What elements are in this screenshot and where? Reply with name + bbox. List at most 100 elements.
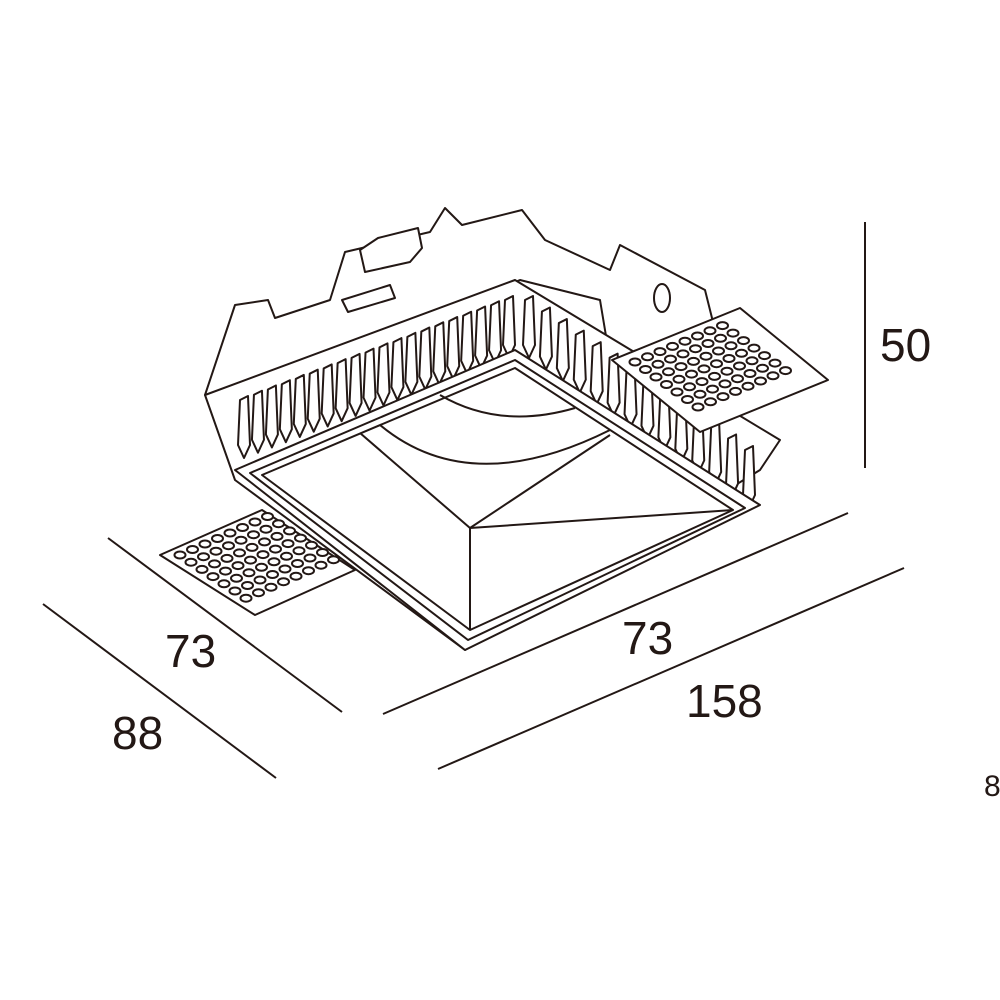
pad-hole <box>264 582 278 592</box>
pad-hole <box>681 395 694 404</box>
pad-hole <box>756 363 769 373</box>
pad-hole <box>695 377 709 387</box>
pad-hole <box>195 564 209 574</box>
pad-hole <box>678 336 692 346</box>
cooling-fin <box>237 395 251 459</box>
pad-hole <box>722 354 736 363</box>
pad-hole <box>248 517 262 527</box>
cooling-fin <box>334 358 349 423</box>
pad-hole <box>718 379 732 389</box>
cooling-fin <box>404 331 419 396</box>
pad-hole <box>303 553 317 563</box>
cooling-fins <box>237 295 756 509</box>
pad-hole <box>228 586 242 596</box>
pad-hole <box>316 548 329 557</box>
pad-hole <box>726 328 740 338</box>
cooling-fin <box>390 337 405 402</box>
left-plaster-pad <box>159 509 356 616</box>
cooling-fin <box>264 384 279 449</box>
pad-hole <box>720 366 734 376</box>
inner-width-label: 73 <box>622 612 673 664</box>
pad-hole <box>670 387 684 397</box>
pad-hole <box>236 523 249 532</box>
cooling-fin <box>320 363 335 428</box>
downlight-housing <box>159 207 829 651</box>
pad-hole <box>220 553 234 563</box>
pad-hole <box>272 519 285 529</box>
pad-hole <box>666 341 679 351</box>
pad-hole <box>314 560 328 570</box>
left-pad-holes <box>173 512 340 603</box>
cooling-fin <box>446 316 461 381</box>
pad-hole <box>241 581 254 590</box>
pad-hole <box>660 380 673 389</box>
pad-hole <box>283 526 296 536</box>
pad-hole <box>206 572 220 582</box>
pad-hole <box>258 537 271 547</box>
pad-hole <box>261 512 274 521</box>
pad-hole <box>687 356 700 366</box>
pad-hole <box>664 354 677 364</box>
pad-hole <box>277 577 290 587</box>
pad-hole <box>639 365 652 374</box>
pad-hole <box>259 524 273 534</box>
pad-hole <box>708 371 721 381</box>
cooling-fin <box>250 389 265 454</box>
pad-hole <box>305 540 318 550</box>
cooling-fin <box>502 295 516 359</box>
cooling-fin <box>348 352 363 417</box>
inner-depth-dimension-line <box>107 537 343 713</box>
pad-hole <box>291 559 304 568</box>
right-plaster-pad <box>611 307 829 433</box>
pad-hole <box>184 557 198 567</box>
pad-hole <box>217 579 231 589</box>
pad-hole <box>252 588 265 598</box>
cooling-fin <box>474 305 489 370</box>
pad-hole <box>714 333 727 343</box>
pad-hole <box>672 374 686 384</box>
pad-hole <box>302 566 315 576</box>
pad-hole <box>247 530 260 540</box>
pad-hole <box>716 321 729 331</box>
lens-curve <box>379 424 611 465</box>
pad-hole <box>267 557 281 567</box>
cooling-fin <box>292 373 307 438</box>
inner-depth-label: 73 <box>165 625 216 677</box>
pad-hole <box>703 326 717 336</box>
pad-hole <box>269 544 282 554</box>
cooling-fin <box>589 341 604 406</box>
right-pad-holes <box>628 321 792 412</box>
pad-hole <box>731 374 744 384</box>
pad-hole <box>651 359 665 369</box>
pad-hole <box>662 367 675 377</box>
edge-fragment-label: 8 <box>984 770 1000 803</box>
pad-hole <box>209 546 223 556</box>
pad-hole <box>239 593 253 603</box>
pad-hole <box>253 575 267 585</box>
pad-hole <box>649 372 663 382</box>
cooling-fin <box>432 321 447 386</box>
pad-hole <box>234 535 248 545</box>
pad-hole <box>697 364 711 374</box>
cooling-fin <box>606 352 621 417</box>
cooling-fin <box>418 326 433 391</box>
pad-hole <box>737 336 750 346</box>
pad-hole <box>766 371 780 381</box>
pad-hole <box>779 366 792 376</box>
cooling-fin <box>555 318 570 383</box>
cooling-fin <box>306 368 321 433</box>
pad-hole <box>186 545 199 554</box>
pad-hole <box>242 568 256 578</box>
pad-hole <box>270 531 284 541</box>
pad-hole <box>699 351 713 361</box>
pad-hole <box>745 356 759 366</box>
pad-hole <box>729 386 742 396</box>
pad-hole <box>706 384 719 394</box>
reflector-facet <box>469 509 734 529</box>
lens-rim <box>439 394 576 418</box>
pad-hole <box>211 534 224 543</box>
pad-hole <box>292 546 306 556</box>
pad-hole <box>208 559 221 569</box>
cooling-fin <box>362 347 377 412</box>
